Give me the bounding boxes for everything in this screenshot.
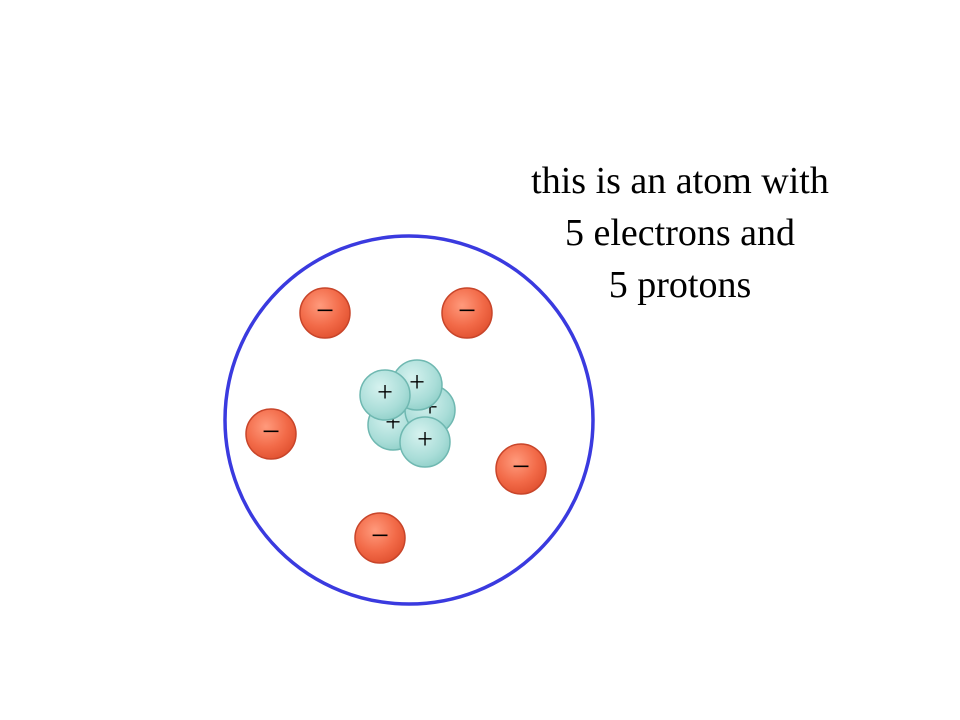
- electron-5: −: [354, 512, 406, 564]
- caption-line-2: 5 electrons and: [564, 212, 796, 254]
- atom-caption: this is an atom with 5 electrons and 5 p…: [490, 155, 870, 311]
- electron-1: −: [299, 287, 351, 339]
- electron-3: −: [245, 408, 297, 460]
- electrons-group: − − − − −: [245, 287, 547, 564]
- electron-2-body: [441, 287, 493, 339]
- electron-5-body: [354, 512, 406, 564]
- electron-2: −: [441, 287, 493, 339]
- proton-4-body: [359, 369, 411, 421]
- electron-1-symbol: −: [316, 292, 334, 328]
- proton-5-body: [399, 416, 451, 468]
- proton-4-symbol: +: [377, 378, 393, 409]
- nucleus: +++++: [359, 359, 456, 468]
- proton-4: +: [359, 369, 411, 421]
- electron-3-symbol: −: [262, 413, 280, 449]
- electron-1-body: [299, 287, 351, 339]
- proton-5-symbol: +: [417, 425, 433, 456]
- electron-4-body: [495, 443, 547, 495]
- electron-2-symbol: −: [458, 292, 476, 328]
- caption-line-1: this is an atom with: [531, 160, 829, 202]
- proton-5: +: [399, 416, 451, 468]
- electron-3-body: [245, 408, 297, 460]
- electron-5-symbol: −: [371, 517, 389, 553]
- proton-3-symbol: +: [409, 368, 425, 399]
- electron-4-symbol: −: [512, 448, 530, 484]
- atom-boundary: [223, 234, 595, 606]
- caption-line-3: 5 protons: [608, 264, 752, 306]
- electron-4: −: [495, 443, 547, 495]
